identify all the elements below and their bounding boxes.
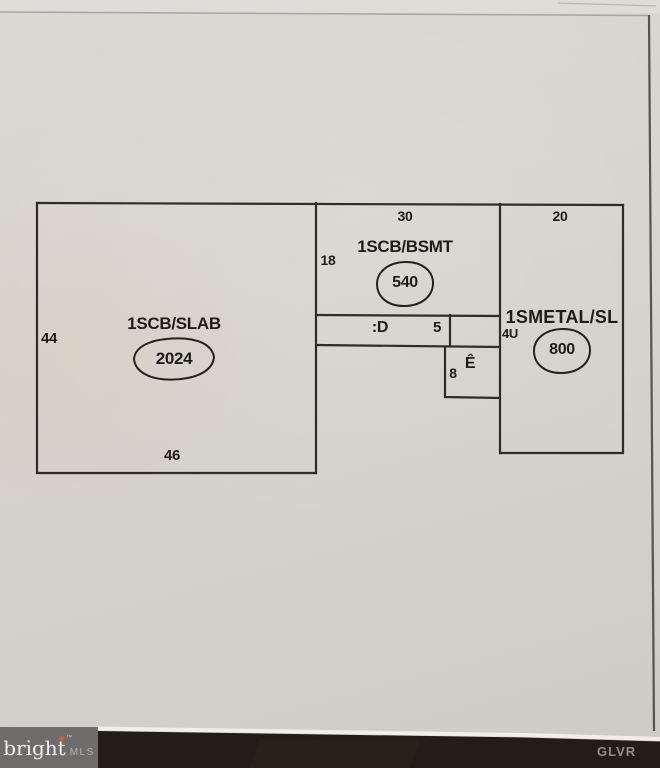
bright-mls-logo: bright ™ MLS — [0, 727, 98, 768]
metal-area-ellipse — [533, 327, 591, 375]
metal-label: 1SMETAL/SL — [505, 307, 619, 327]
paper-edge-line — [0, 11, 650, 17]
paper-bottom-edge-highlight — [95, 726, 660, 741]
bright-logo-orange-dot-icon — [59, 735, 65, 741]
slab-bottom-dim: 46 — [163, 447, 181, 464]
slab-area-value: 2024 — [155, 349, 193, 368]
deck-width-dim: 5 — [432, 319, 442, 336]
bright-logo-text: bright — [3, 735, 66, 760]
porch-height-dim: 8 — [449, 365, 457, 381]
bsmt-label: 1SCB/BSMT — [357, 237, 453, 256]
mls-logo-text: MLS — [69, 746, 95, 758]
paper-top-strip — [0, 0, 660, 13]
deck-label: :D — [371, 319, 389, 336]
sketch-outline — [35, 201, 625, 475]
glvr-watermark: GLVR — [597, 744, 637, 759]
slab-area-ellipse — [133, 337, 215, 381]
porch-label: Ê — [464, 355, 476, 372]
bsmt-area-ellipse — [376, 260, 434, 308]
metal-left-dim: 4U — [502, 326, 519, 341]
bsmt-top-dim: 30 — [397, 208, 413, 224]
metal-area-value: 800 — [549, 341, 575, 358]
upper-sheet-edge-line — [557, 2, 657, 7]
slab-label: 1SCB/SLAB — [127, 314, 221, 333]
bright-logo-trademark: ™ — [66, 734, 73, 741]
bsmt-left-dim: 18 — [320, 252, 336, 268]
page-edge-vertical — [647, 14, 656, 732]
slab-left-dim: 44 — [40, 330, 58, 347]
bsmt-area-value: 540 — [392, 274, 418, 291]
metal-top-dim: 20 — [552, 208, 568, 224]
dark-band-texture — [250, 739, 420, 768]
